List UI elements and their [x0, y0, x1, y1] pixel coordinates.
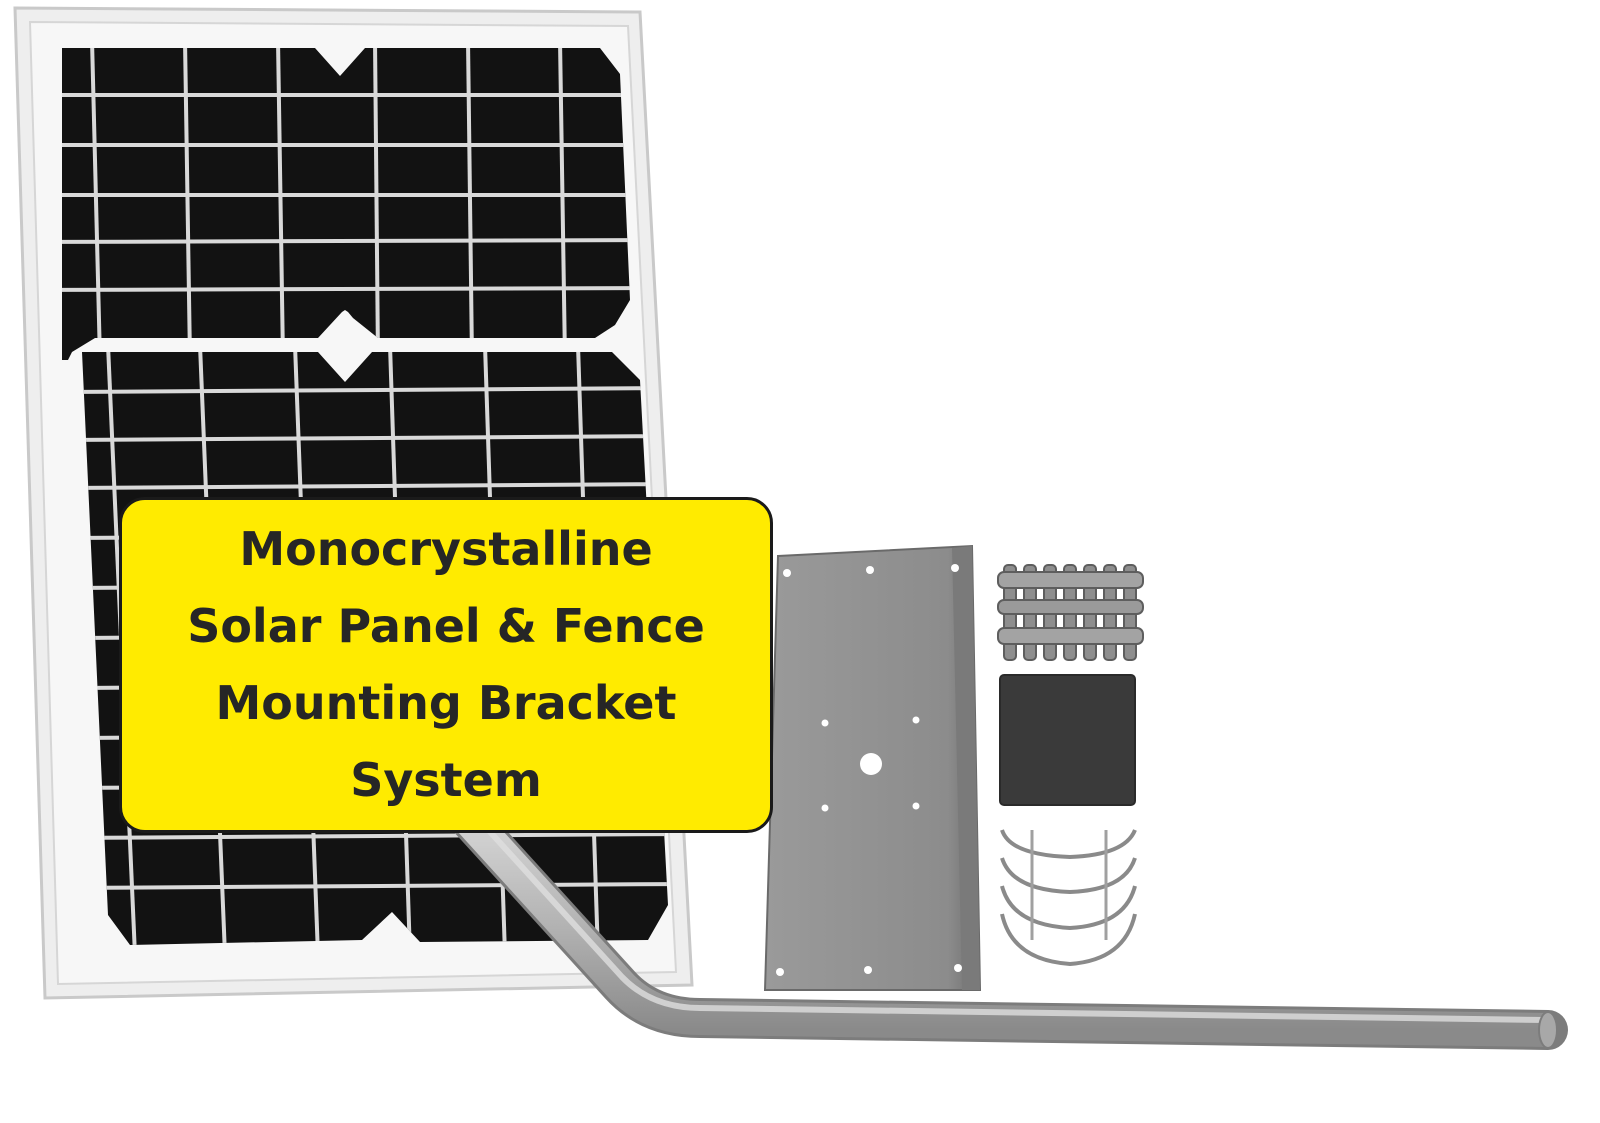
label-line-1: Monocrystalline [239, 522, 653, 576]
bolt-set [997, 564, 1144, 661]
rubber-pad [999, 674, 1136, 806]
panel-cells-upper [62, 48, 630, 361]
product-title-label: Monocrystalline Solar Panel & Fence Moun… [119, 497, 773, 833]
mounting-pole [450, 800, 1568, 1050]
label-line-4: System [350, 753, 542, 807]
label-line-2: Solar Panel & Fence [187, 599, 705, 653]
label-line-3: Mounting Bracket [215, 676, 677, 730]
mounting-plate [763, 544, 982, 991]
u-clamps [1000, 829, 1137, 967]
